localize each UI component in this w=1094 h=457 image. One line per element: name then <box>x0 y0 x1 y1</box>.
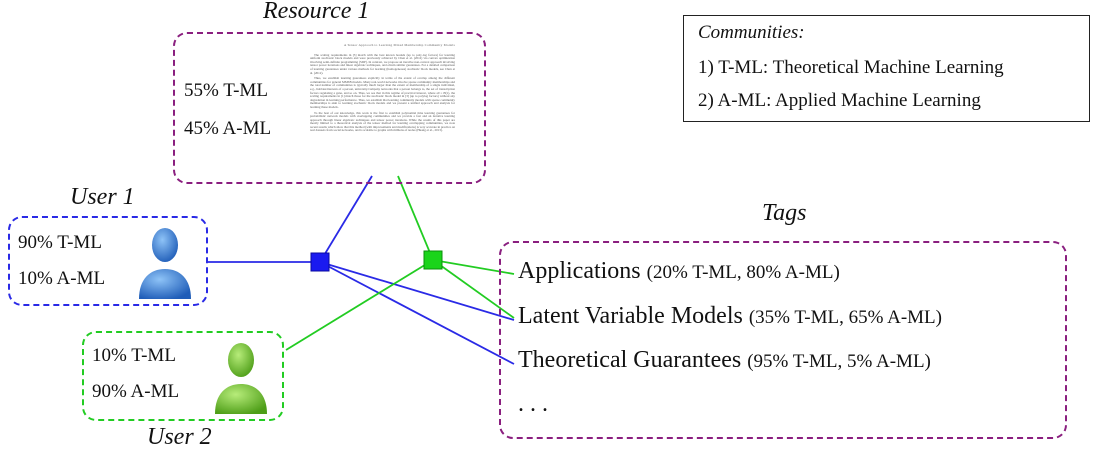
tag-theoretical-guarantees: Theoretical Guarantees (95% T-ML, 5% A-M… <box>518 347 931 374</box>
resource-box <box>173 32 486 184</box>
tags-ellipsis: . . . <box>518 391 548 417</box>
tag-name: Theoretical Guarantees <box>518 347 742 373</box>
user2-pct-aml: 90% A-ML <box>92 381 180 402</box>
tag-pct: (20% T-ML, 80% A-ML) <box>646 262 840 283</box>
tag-latent-variable-models: Latent Variable Models (35% T-ML, 65% A-… <box>518 303 942 330</box>
resource-pct-aml: 45% A-ML <box>184 118 272 139</box>
user1-title: User 1 <box>70 184 135 210</box>
user1-pct-tml: 90% T-ML <box>18 232 102 253</box>
paper-paragraph: To the best of our knowledge, this work … <box>310 110 455 133</box>
paper-paragraph: Thus, we establish learning guarantees e… <box>310 76 455 109</box>
resource-pct-tml: 55% T-ML <box>184 80 268 101</box>
legend-item: 1) T-ML: Theoretical Machine Learning <box>698 57 1004 78</box>
user-green-icon <box>215 343 267 414</box>
user-blue-icon <box>139 228 191 299</box>
paper-thumbnail: A Tensor Approach to Learning Mixed Memb… <box>310 44 455 172</box>
assignment-node-green <box>423 250 443 270</box>
tag-name: Latent Variable Models <box>518 303 743 329</box>
legend-heading: Communities: <box>698 22 805 43</box>
tags-title: Tags <box>762 200 807 226</box>
tag-applications: Applications (20% T-ML, 80% A-ML) <box>518 258 840 285</box>
edge-bluenode-theoretical <box>319 261 515 365</box>
legend-item: 2) A-ML: Applied Machine Learning <box>698 90 981 111</box>
edge-resource-greennode <box>397 175 434 261</box>
user2-box <box>82 331 284 421</box>
paper-paragraph: The scaling requirements in [3] match wi… <box>310 52 455 75</box>
paper-header: A Tensor Approach to Learning Mixed Memb… <box>343 44 455 47</box>
tag-pct: (95% T-ML, 5% A-ML) <box>747 351 931 372</box>
edge-resource-bluenode <box>319 175 373 263</box>
tag-name: Applications <box>518 258 641 284</box>
tag-pct: (35% T-ML, 65% A-ML) <box>748 307 942 328</box>
edge-user2-greennode <box>285 259 434 351</box>
user2-title: User 2 <box>147 424 212 450</box>
assignment-node-blue <box>310 252 330 272</box>
tags-box <box>499 241 1067 439</box>
user1-pct-aml: 10% A-ML <box>18 268 106 289</box>
user1-box <box>8 216 208 306</box>
edge-bluenode-latent <box>319 261 515 321</box>
resource-title: Resource 1 <box>263 0 370 24</box>
communities-legend: Communities: 1) T-ML: Theoretical Machin… <box>683 15 1090 122</box>
user2-pct-tml: 10% T-ML <box>92 345 176 366</box>
